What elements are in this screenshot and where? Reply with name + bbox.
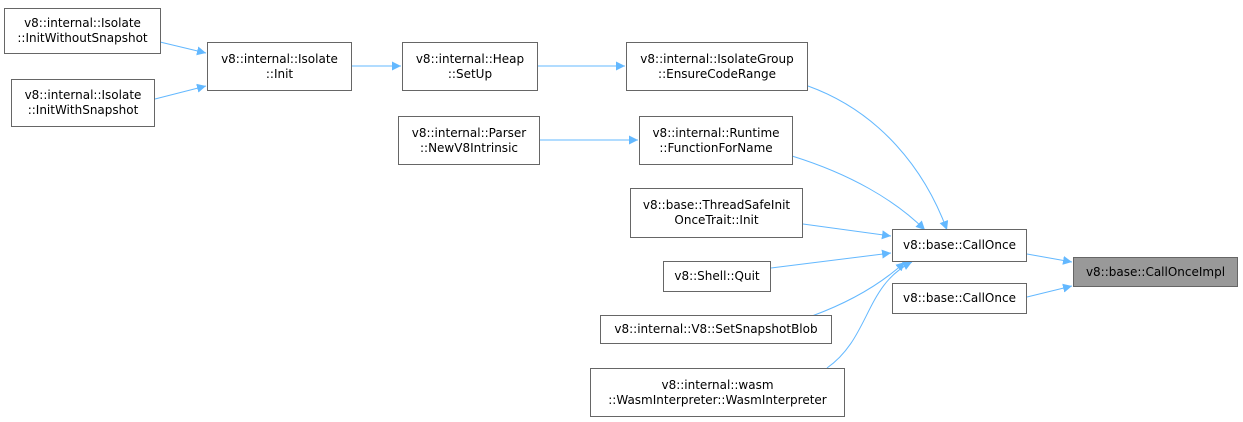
node-parser-new-v8-intrinsic[interactable]: v8::internal::Parser ::NewV8Intrinsic [398,116,540,165]
node-label-line: ::Init [265,66,294,81]
edge-threadsafe-to-callonce [802,223,892,240]
node-isolate-init-with-snapshot[interactable]: v8::internal::Isolate ::InitWithSnapshot [11,79,155,127]
node-runtime-function-for-name[interactable]: v8::internal::Runtime ::FunctionForName [639,116,793,165]
node-label-line: v8::base::CallOnce [903,291,1016,305]
edge-wasm-interpreter-to-callonce [826,261,913,369]
node-label-line: v8::internal::V8::SetSnapshotBlob [614,322,818,336]
node-v8-set-snapshot-blob[interactable]: v8::internal::V8::SetSnapshotBlob [600,315,832,344]
node-label-line: ::NewV8Intrinsic [419,140,518,155]
edge-runtime-to-callonce [791,155,926,231]
node-label-line: OnceTrait::Init [674,213,759,227]
node-label-line: v8::Shell::Quit [674,269,760,283]
node-isolate-init-without-snapshot[interactable]: v8::internal::Isolate ::InitWithoutSnaps… [4,8,161,54]
node-threadsafe-init-once-trait-init[interactable]: v8::base::ThreadSafeInit OnceTrait::Init [630,188,803,238]
node-label-line: v8::internal::Parser [411,125,527,140]
node-label-line: ::SetUp [447,66,493,81]
node-label-line: ::WasmInterpreter::WasmInterpreter [608,392,827,407]
edge-initwithout-to-init [159,41,207,56]
node-isolate-group-ensure-code-range[interactable]: v8::internal::IsolateGroup ::EnsureCodeR… [626,42,808,91]
node-isolate-init[interactable]: v8::internal::Isolate ::Init [207,42,352,91]
node-label-line: ::InitWithoutSnapshot [17,31,148,45]
edge-shell-quit-to-callonce [770,249,892,269]
node-base-call-once-2[interactable]: v8::base::CallOnce [892,283,1027,314]
node-shell-quit[interactable]: v8::Shell::Quit [663,261,771,292]
node-label-line: ::InitWithSnapshot [27,103,139,117]
node-heap-setup[interactable]: v8::internal::Heap ::SetUp [402,42,538,91]
node-base-call-once-impl: v8::base::CallOnceImpl [1073,257,1238,287]
edge-ensure-code-range-to-callonce [807,85,949,231]
node-label-line: v8::internal::Isolate [24,88,142,102]
edge-initwith-to-init [154,83,207,100]
node-label-line: v8::internal::wasm [661,377,774,392]
edge-set-snapshot-blob-to-callonce [811,261,906,317]
node-label-line: v8::base::CallOnce [903,238,1016,252]
node-label-line: v8::base::CallOnceImpl [1085,264,1226,279]
edge-callonce1-to-callonceimpl [1026,253,1073,265]
node-label-line: v8::internal::Runtime [652,125,780,140]
node-base-call-once-1[interactable]: v8::base::CallOnce [892,229,1027,262]
edge-callonce2-to-callonceimpl [1026,283,1073,298]
node-label-line: ::FunctionForName [659,140,773,155]
edges [154,41,1073,369]
node-label-line: v8::internal::Isolate [221,51,338,66]
node-label-line: ::EnsureCodeRange [658,66,776,81]
node-label-line: v8::base::ThreadSafeInit [642,198,791,212]
node-label-line: v8::internal::Heap [415,51,525,66]
node-wasm-interpreter[interactable]: v8::internal::wasm ::WasmInterpreter::Wa… [590,368,845,417]
node-label-line: v8::internal::IsolateGroup [640,51,794,66]
node-label-line: v8::internal::Isolate [24,16,141,30]
